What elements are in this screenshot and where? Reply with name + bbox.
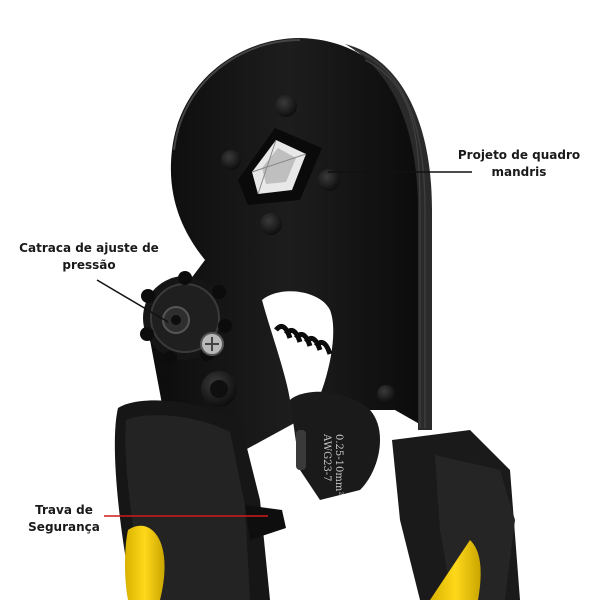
pivot-bolt — [201, 371, 237, 407]
engraving-range: 0.25-10mm² — [333, 434, 344, 495]
coil-spring-icon — [274, 323, 333, 355]
die-bolts — [221, 95, 395, 403]
callout-projeto-quadro: Projeto de quadro mandris — [446, 147, 592, 181]
square-mandrel-die-icon — [238, 128, 322, 205]
callout-catraca-line1: Catraca de ajuste de — [19, 241, 159, 255]
engraving-awg: AWG23-7 — [321, 433, 332, 482]
callout-trava-line1: Trava de — [35, 503, 93, 517]
callout-catraca: Catraca de ajuste de pressão — [14, 240, 164, 274]
right-handle — [392, 430, 520, 600]
callout-trava: Trava de Segurança — [22, 502, 106, 536]
callout-projeto-quadro-line2: mandris — [491, 165, 547, 179]
callout-projeto-quadro-line1: Projeto de quadro — [457, 148, 581, 162]
callout-catraca-line2: pressão — [62, 258, 116, 272]
callout-trava-line2: Segurança — [28, 520, 100, 534]
engraving: 0.25-10mm² AWG23-7 — [321, 433, 344, 495]
lower-jaw — [290, 391, 381, 500]
pointer-catraca — [96, 279, 169, 323]
adjust-screw — [200, 332, 224, 356]
left-handle — [114, 400, 286, 600]
